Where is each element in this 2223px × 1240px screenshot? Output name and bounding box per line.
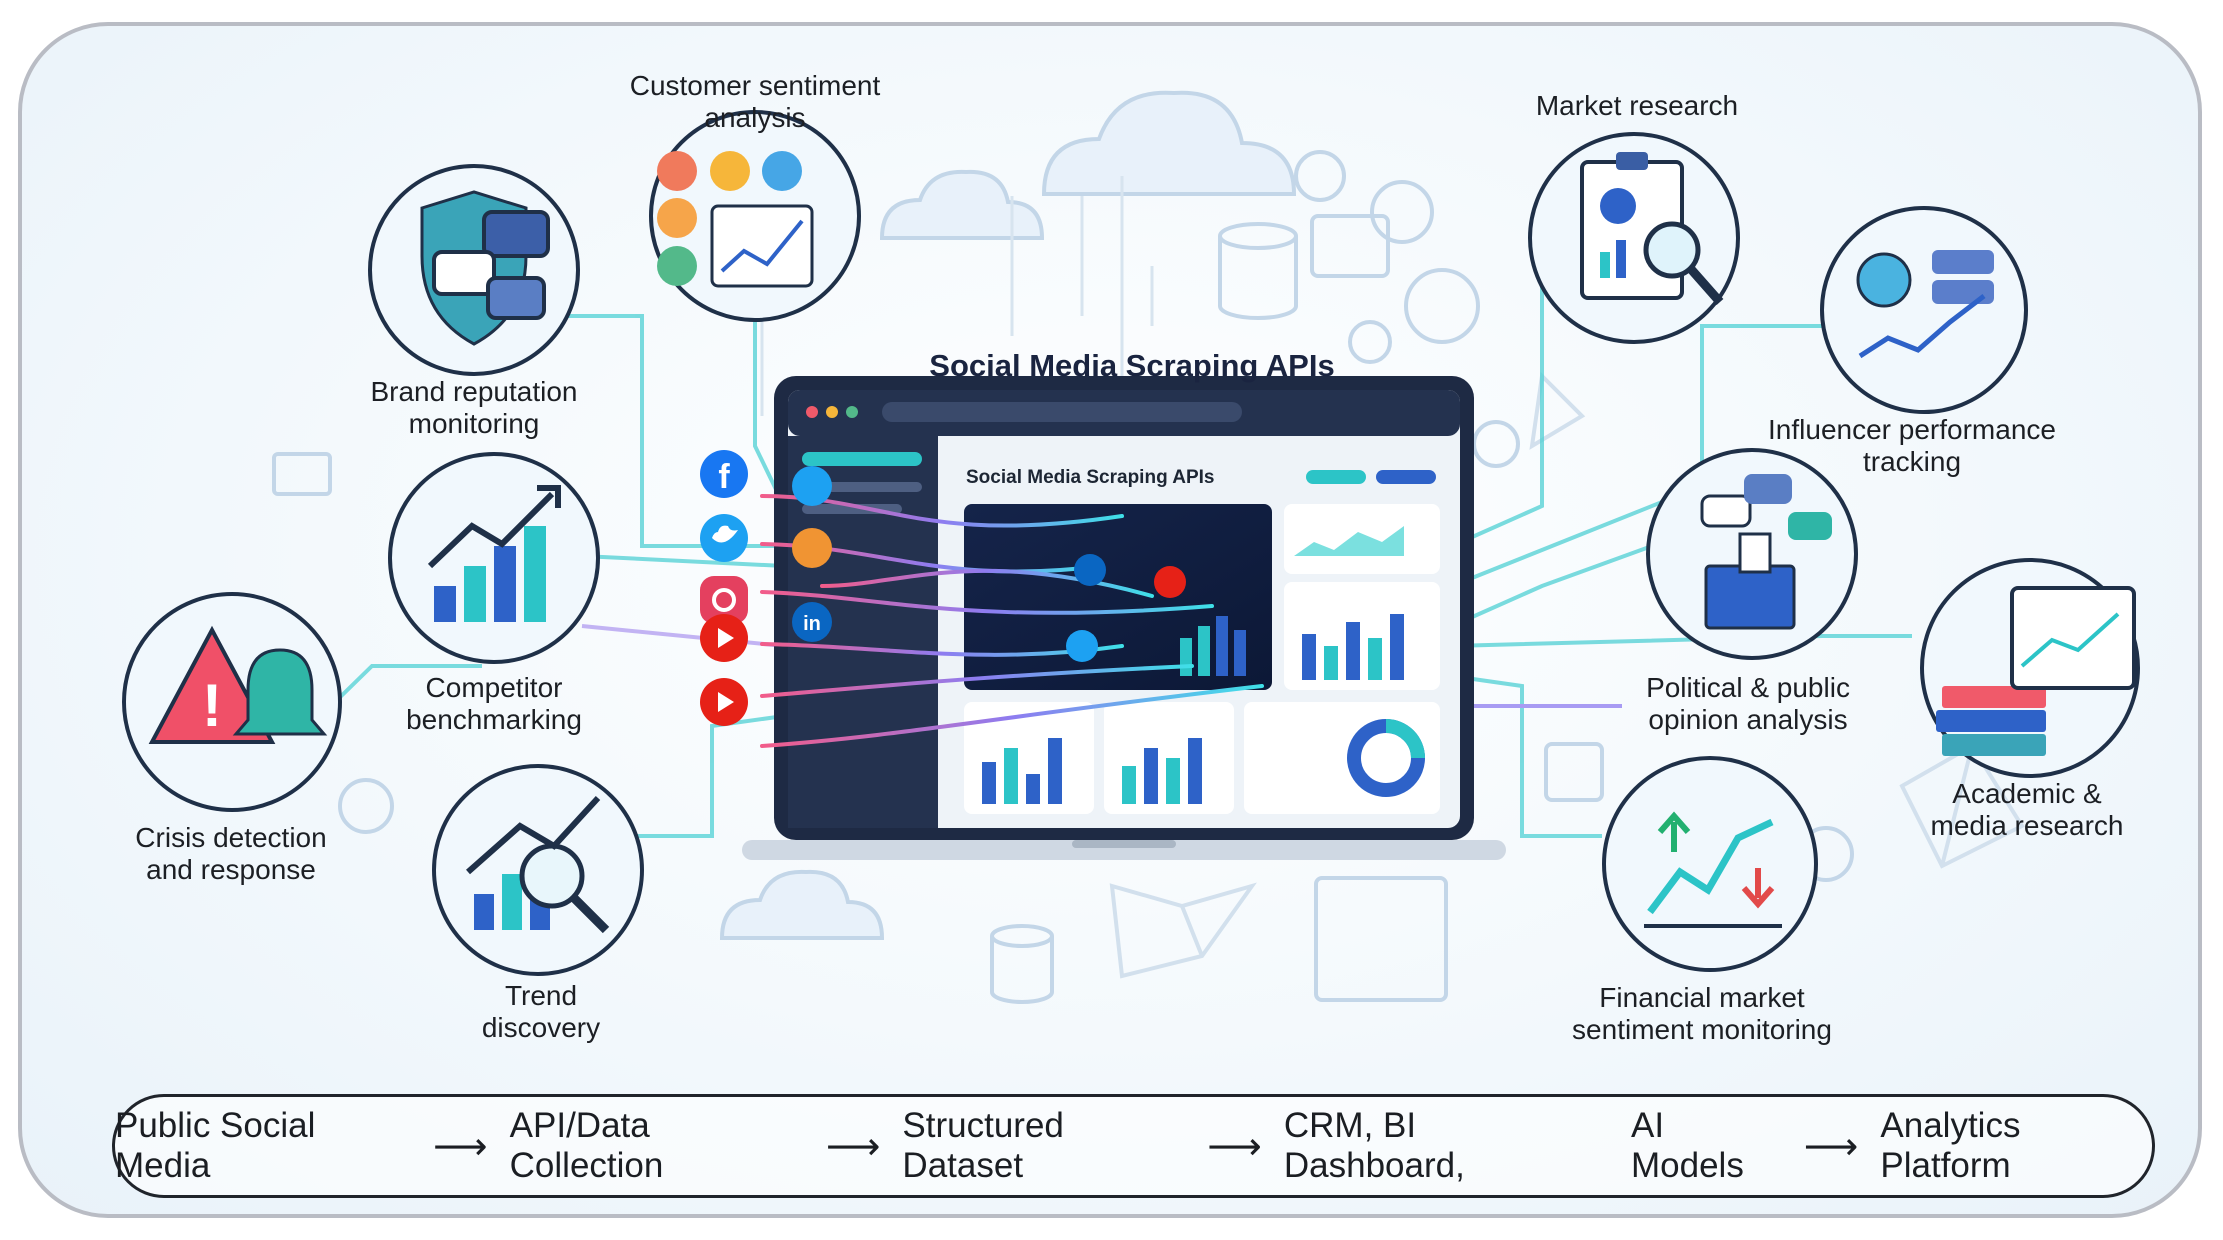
gear-icon <box>1348 320 1392 364</box>
gear-icon <box>1404 268 1480 344</box>
happy-face-icon <box>710 151 750 191</box>
trend-circle <box>432 764 644 976</box>
down-arrow-icon <box>1741 868 1775 909</box>
magnifier-icon <box>519 843 585 909</box>
chat-bubble-icon <box>1700 494 1752 528</box>
political-circle <box>1646 448 1858 660</box>
gear-icon <box>1370 180 1434 244</box>
right-arrow-icon: ⟶ <box>433 1125 488 1168</box>
chat-bubble-icon <box>432 250 496 296</box>
chat-bubble-icon <box>482 210 550 258</box>
brand-reputation-circle <box>368 164 580 376</box>
gear-icon <box>338 778 394 834</box>
gear-icon <box>1472 420 1520 468</box>
social-icons: f in <box>700 450 1186 726</box>
book-icon <box>1942 686 2046 708</box>
dashboard-icon <box>1314 876 1448 1002</box>
badge-icon <box>1932 250 1994 274</box>
network-icon <box>1109 371 2025 979</box>
book-icon <box>1942 734 2046 756</box>
label-financial: Financial market sentiment monitoring <box>1572 982 1832 1045</box>
book-icon <box>1936 710 2046 732</box>
smile-face-icon <box>762 151 802 191</box>
right-arrow-icon: ⟶ <box>825 1125 881 1168</box>
mini-chart-icon <box>272 452 332 496</box>
angry-face-icon <box>657 151 697 191</box>
badge-icon <box>1932 280 1994 304</box>
right-arrow-icon: ⟶ <box>1207 1125 1262 1168</box>
laptop <box>742 376 1506 860</box>
cloud-icon <box>1041 90 1297 196</box>
right-arrow-icon: ⟶ <box>1803 1125 1859 1168</box>
linkedin-icon <box>792 602 832 642</box>
chat-bubble-icon <box>486 276 546 320</box>
pipeline-step: CRM, BI Dashboard, <box>1283 1106 1465 1185</box>
label-market-research: Market research <box>1535 90 1739 121</box>
up-arrow-icon <box>1657 811 1691 852</box>
competitor-circle <box>388 452 600 664</box>
financial-circle <box>1602 756 1818 972</box>
flow-panel <box>964 504 1272 690</box>
pipeline-step: API/Data Collection <box>509 1106 664 1185</box>
label-brand-reputation: Brand reputation monitoring <box>370 376 578 439</box>
database-icon <box>1218 222 1298 320</box>
database-icon <box>990 924 1054 1004</box>
label-political: Political & public opinion analysis <box>1646 672 1850 735</box>
twitter-icon <box>792 466 832 506</box>
svg-text:f: f <box>718 458 730 496</box>
customer-sentiment-circle <box>649 110 861 322</box>
data-pipeline-bar: Public Social Media ⟶ API/Data Collectio… <box>112 1094 2155 1198</box>
profile-icon <box>1856 252 1912 308</box>
svg-text:in: in <box>803 613 821 635</box>
warning-triangle-icon <box>148 625 276 744</box>
svg-text:!: ! <box>202 672 222 739</box>
pipeline-step: Analytics Platform <box>1880 1106 2021 1185</box>
crisis-circle: ! <box>122 592 342 812</box>
pipeline-step: Public Social Media <box>115 1106 316 1185</box>
diagram-canvas: ! <box>122 90 2140 1004</box>
cloud-icon <box>879 169 1045 240</box>
label-trend: Trend discovery <box>481 980 601 1043</box>
frown-face-icon <box>657 246 697 286</box>
laptop-screen-title: Social Media Scraping APIs <box>966 467 1215 488</box>
label-competitor: Competitor benchmarking <box>406 672 582 735</box>
connector-lines <box>288 214 1912 838</box>
label-academic: Academic & media research <box>1930 778 2124 841</box>
instagram-icon <box>792 528 832 568</box>
bell-icon <box>232 648 328 736</box>
label-customer-sentiment: Customer sentiment analysis <box>629 70 881 133</box>
use-case-circles: ! <box>122 110 2140 976</box>
sad-face-icon <box>657 198 697 238</box>
linkedin-icon <box>1074 554 1106 586</box>
cloud-icon <box>719 869 885 940</box>
twitter-icon <box>1066 630 1098 662</box>
instagram-icon <box>700 576 748 624</box>
label-influencer: Influencer performance tracking <box>1768 414 2056 477</box>
magnifier-icon <box>1643 221 1701 279</box>
market-research-circle <box>1528 132 1740 344</box>
influencer-circle <box>1820 206 2028 414</box>
gear-icon <box>1294 150 1346 202</box>
ballot-box-icon <box>1704 564 1796 630</box>
chat-bubble-icon <box>1788 512 1832 540</box>
document-icon <box>1544 742 1604 802</box>
academic-circle <box>1920 558 2140 778</box>
diagram-frame: ! <box>18 22 2202 1218</box>
screen-icon <box>2010 586 2136 690</box>
pinterest-icon <box>1154 566 1186 598</box>
chat-bubble-icon <box>1744 474 1792 504</box>
pipeline-step: Structured Dataset <box>902 1106 1064 1185</box>
diagram-title: Social Media Scraping APIs <box>929 348 1335 383</box>
pipeline-step: AI Models <box>1631 1106 1744 1185</box>
mini-chart-icon <box>1310 214 1390 278</box>
label-crisis: Crisis detection and response <box>135 822 327 885</box>
facebook-icon <box>700 450 748 498</box>
